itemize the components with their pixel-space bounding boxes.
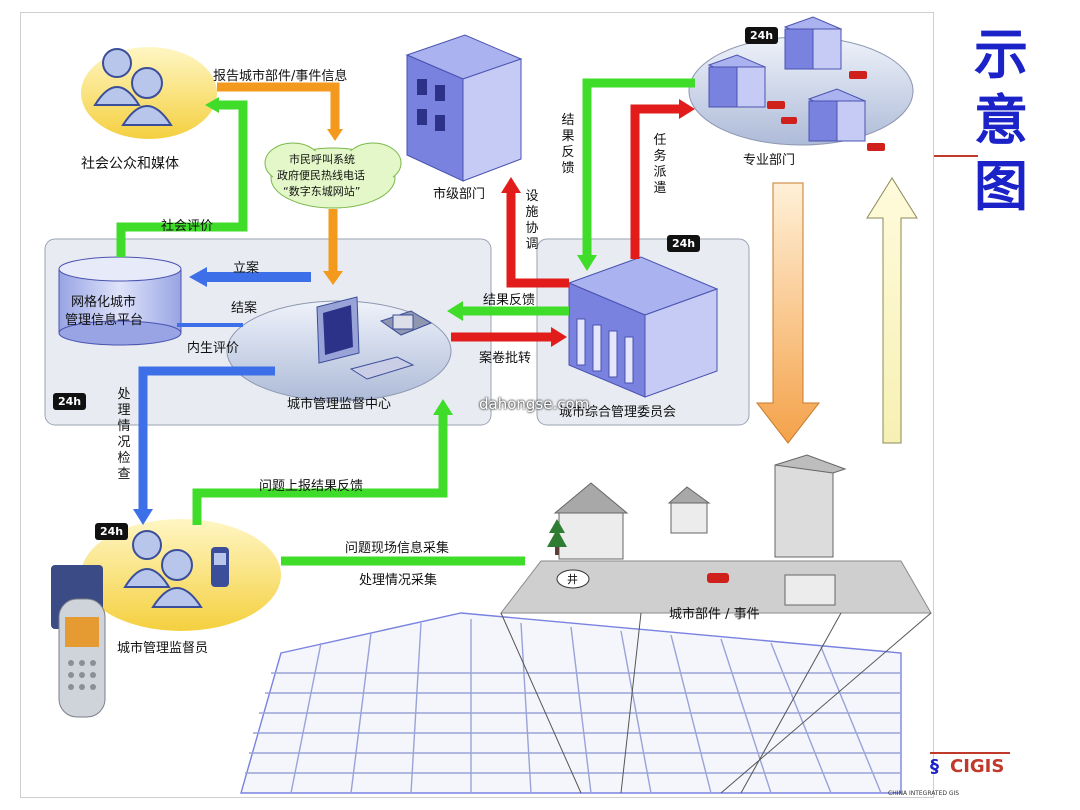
diagram-canvas bbox=[44, 16, 932, 794]
social-eval-line bbox=[116, 100, 248, 257]
supervision-center-label: 城市管理监督中心 bbox=[287, 397, 392, 412]
city-dept-building-icon bbox=[405, 34, 523, 182]
tree-icon bbox=[547, 519, 567, 555]
result-feedback-v-label: 结果反馈 bbox=[561, 113, 575, 176]
task-dispatch-label: 任务派遣 bbox=[653, 133, 667, 196]
call-system-line1: 市民呼叫系统 bbox=[289, 153, 355, 166]
cigis-logo: § CIGIS bbox=[930, 756, 1004, 777]
well-circle bbox=[556, 569, 590, 589]
cigis-logo-icon: § bbox=[930, 756, 939, 777]
logo-line bbox=[930, 752, 1010, 754]
mobile-phone-icon bbox=[211, 547, 229, 587]
report-info-label: 报告城市部件/事件信息 bbox=[213, 69, 348, 84]
badge-24h-committee: 24h bbox=[667, 235, 701, 252]
badge-24h-dept: 24h bbox=[745, 27, 779, 44]
badge-24h-platform: 24h bbox=[53, 393, 87, 410]
houses-icon bbox=[553, 454, 847, 606]
platform-label-line2: 管理信息平台 bbox=[65, 313, 144, 328]
supervisor-people-icon bbox=[123, 530, 203, 608]
well-label: 井 bbox=[567, 573, 578, 586]
internal-eval-label: 内生评价 bbox=[187, 341, 240, 356]
case-transfer-label: 案卷批转 bbox=[479, 351, 532, 366]
title-underline bbox=[934, 155, 978, 157]
result-feedback-label: 结果反馈 bbox=[483, 293, 536, 308]
dept-vehicles-icon bbox=[767, 71, 885, 151]
facility-coord-arrow bbox=[506, 191, 569, 288]
process-collect-label: 处理情况采集 bbox=[359, 573, 438, 588]
computer-monitor-icon bbox=[316, 296, 415, 380]
projection-lines bbox=[500, 612, 932, 794]
supervisor-label: 城市管理监督员 bbox=[117, 641, 209, 656]
register-label: 立案 bbox=[233, 261, 260, 276]
database-cylinder-icon bbox=[58, 256, 182, 346]
task-dispatch-arrow bbox=[630, 104, 681, 259]
problem-report-label: 问题上报结果反馈 bbox=[259, 479, 364, 494]
call-system-cloud bbox=[264, 142, 402, 209]
grid-map bbox=[240, 612, 902, 794]
platform-label-line1: 网格化城市 bbox=[71, 295, 137, 310]
committee-building-icon bbox=[567, 256, 719, 398]
process-check-arrow bbox=[138, 366, 275, 511]
city-dept-label: 市级部门 bbox=[433, 187, 486, 202]
call-system-line3: “数字东城网站” bbox=[283, 185, 361, 198]
logo-text: CIGIS bbox=[950, 756, 1005, 777]
close-case-label: 结案 bbox=[231, 301, 258, 316]
big-up-arrow bbox=[866, 177, 918, 444]
report-info-arrow bbox=[217, 82, 340, 131]
logo-subtitle: CHINA INTEGRATED GIS bbox=[888, 790, 960, 797]
facility-coord-label: 设施协调 bbox=[525, 189, 539, 252]
side-title: 示意图 bbox=[974, 23, 1028, 218]
desk-phone-icon bbox=[379, 310, 433, 336]
badge-24h-supervisor: 24h bbox=[95, 523, 129, 540]
result-feedback-v-arrow bbox=[582, 78, 695, 257]
big-down-arrow bbox=[755, 182, 821, 444]
committee-label: 城市综合管理委员会 bbox=[559, 405, 677, 420]
onsite-collect-label: 问题现场信息采集 bbox=[345, 541, 450, 556]
components-label: 城市部件 / 事件 bbox=[669, 607, 760, 622]
public-people-icon bbox=[93, 48, 173, 126]
specialized-dept-buildings-icon bbox=[707, 16, 867, 142]
social-eval-label: 社会评价 bbox=[161, 219, 214, 234]
car-icon bbox=[707, 573, 729, 583]
specialized-dept-label: 专业部门 bbox=[743, 153, 796, 168]
problem-report-arrow bbox=[192, 413, 448, 525]
handheld-device-icon bbox=[51, 565, 106, 718]
diagram-frame: 24h 24h 24h 24h 社会公众和媒体 市民呼叫系统 政府便民热线电话 … bbox=[20, 12, 934, 798]
watermark: dahongse.com bbox=[479, 395, 590, 413]
call-system-line2: 政府便民热线电话 bbox=[277, 169, 365, 182]
public-label: 社会公众和媒体 bbox=[81, 156, 179, 172]
process-check-label: 处理情况检查 bbox=[117, 387, 131, 482]
